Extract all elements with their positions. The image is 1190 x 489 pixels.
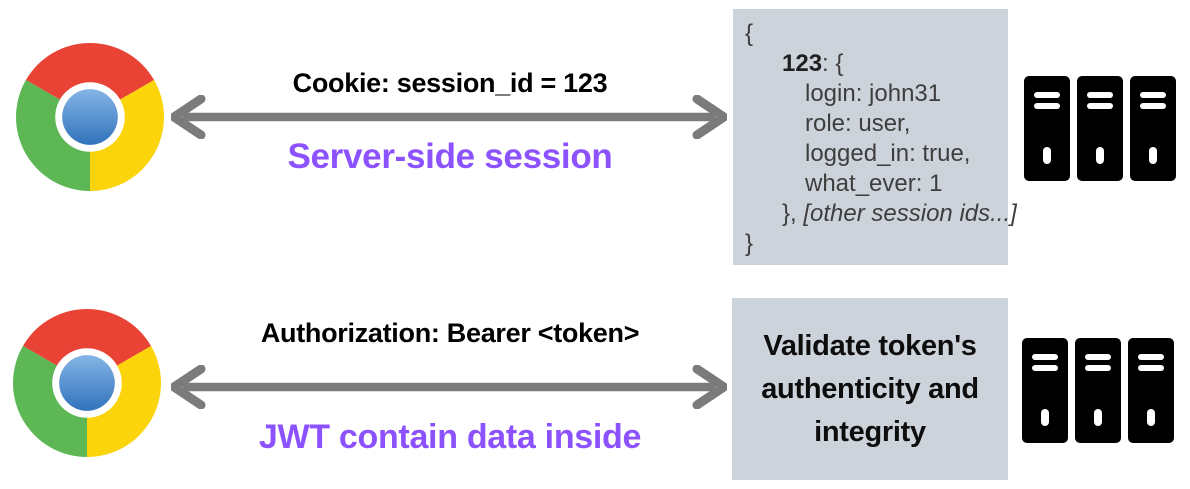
server-light bbox=[1149, 147, 1157, 164]
session-caption: Server-side session bbox=[287, 137, 613, 176]
server-vent-line bbox=[1034, 103, 1060, 109]
server-tower-icon bbox=[1075, 338, 1121, 443]
server-tower-icon bbox=[1077, 76, 1123, 181]
server-tower-icon bbox=[1128, 338, 1174, 443]
server-light bbox=[1096, 147, 1104, 164]
server-vent-line bbox=[1032, 365, 1058, 371]
session-id-value: 123 bbox=[782, 50, 823, 77]
other-session-ids-note: [other session ids...] bbox=[803, 200, 1017, 227]
code-line: role: user, bbox=[805, 110, 911, 137]
server-vent-line bbox=[1140, 92, 1166, 98]
chrome-browser-icon bbox=[13, 309, 161, 457]
code-line: { bbox=[745, 20, 754, 47]
server-light bbox=[1043, 147, 1051, 164]
session-store-box: { 123: { login: john31 role: user, logge… bbox=[733, 9, 1017, 265]
server-tower-icon bbox=[1022, 338, 1068, 443]
code-line: what_ever: 1 bbox=[805, 170, 943, 197]
server-rack-icon bbox=[1022, 338, 1174, 443]
server-vent-line bbox=[1085, 365, 1111, 371]
code-line: login: john31 bbox=[805, 80, 942, 107]
double-headed-arrow bbox=[171, 95, 727, 139]
code-line: logged_in: true, bbox=[805, 140, 971, 167]
server-vent-line bbox=[1034, 92, 1060, 98]
server-light bbox=[1041, 409, 1049, 426]
server-vent-line bbox=[1138, 365, 1164, 371]
server-vent-line bbox=[1138, 354, 1164, 360]
code-line: 123: { bbox=[782, 50, 844, 77]
server-vent-line bbox=[1140, 103, 1166, 109]
jwt-caption: JWT contain data inside bbox=[258, 418, 642, 456]
server-rack-icon bbox=[1024, 76, 1176, 181]
double-headed-arrow bbox=[171, 365, 727, 409]
server-tower-icon bbox=[1024, 76, 1070, 181]
validate-line: Validate token's bbox=[763, 329, 977, 362]
validate-token-box: Validate token's authenticity and integr… bbox=[732, 298, 1008, 480]
server-light bbox=[1147, 409, 1155, 426]
server-vent-line bbox=[1087, 92, 1113, 98]
validate-line: integrity bbox=[814, 415, 926, 448]
server-light bbox=[1094, 409, 1102, 426]
code-line: }, [other session ids...] bbox=[782, 200, 1017, 227]
code-line: } bbox=[745, 230, 754, 257]
server-vent-line bbox=[1085, 354, 1111, 360]
authorization-header-label: Authorization: Bearer <token> bbox=[260, 318, 640, 348]
server-vent-line bbox=[1087, 103, 1113, 109]
chrome-browser-icon bbox=[16, 43, 164, 191]
server-vent-line bbox=[1032, 354, 1058, 360]
cookie-header-label: Cookie: session_id = 123 bbox=[292, 68, 608, 98]
validate-line: authenticity and bbox=[761, 372, 979, 405]
server-tower-icon bbox=[1130, 76, 1176, 181]
